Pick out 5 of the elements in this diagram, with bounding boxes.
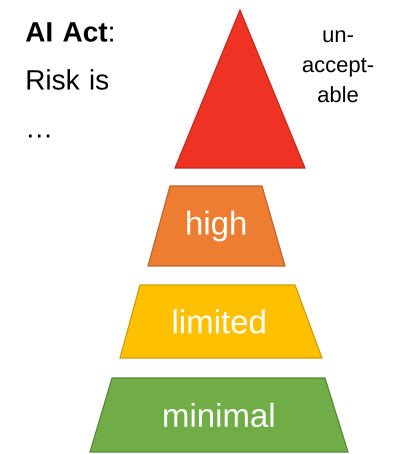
trapezoid-tier: limited xyxy=(119,284,323,359)
trapezoid-tier: minimal xyxy=(89,377,349,453)
title: AI Act: Risk is … xyxy=(26,22,113,138)
side-label: un- accept- able xyxy=(302,30,374,102)
trapezoid-tier: high xyxy=(147,185,286,267)
